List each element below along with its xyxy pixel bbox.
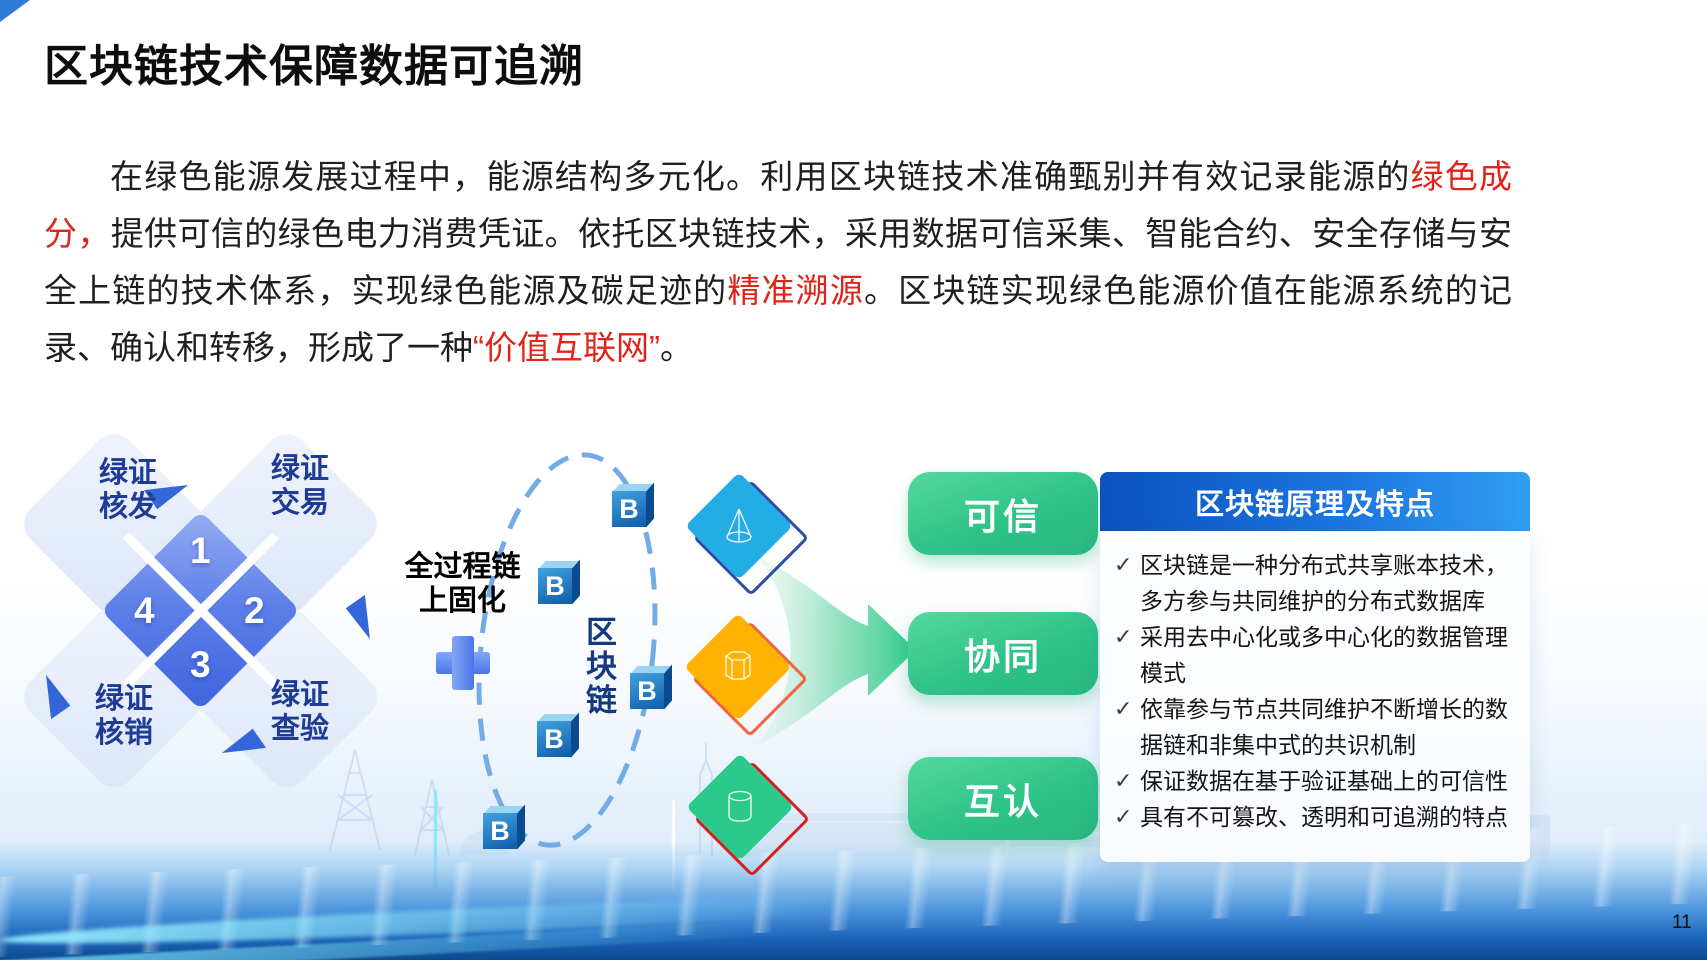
blockchain-features-panel: ✓ 区块链是一种分布式共享账本技术，多方参与共同维护的分布式数据库 ✓ 采用去中心化… bbox=[1100, 531, 1530, 862]
pinwheel-tip bbox=[344, 595, 377, 643]
feature-text: 依靠参与节点共同维护不断增长的数据链和非集中式的共识机制 bbox=[1140, 696, 1508, 758]
feature-text: 区块链是一种分布式共享账本技术，多方参与共同维护的分布式数据库 bbox=[1140, 552, 1508, 614]
page-number: 11 bbox=[1672, 912, 1692, 933]
feature-list: ✓ 区块链是一种分布式共享账本技术，多方参与共同维护的分布式数据库 ✓ 采用去中心化… bbox=[1114, 547, 1518, 835]
badge-trusted: 可信 bbox=[908, 472, 1098, 555]
cube-side-face bbox=[646, 482, 654, 528]
cube-side-face bbox=[571, 712, 579, 758]
feature-text: 保证数据在基于验证基础上的可信性 bbox=[1140, 768, 1508, 794]
cube-letter: B bbox=[483, 813, 517, 849]
step-number-4: 4 bbox=[134, 590, 155, 631]
step-number-2: 2 bbox=[244, 590, 265, 631]
cube-side-face bbox=[517, 804, 525, 850]
intro-paragraph: 在绿色能源发展过程中，能源结构多元化。利用区块链技术准确甄别并有效记录能源的绿色… bbox=[44, 148, 1512, 376]
cube-letter: B bbox=[612, 491, 646, 527]
paragraph-text: 。 bbox=[659, 329, 693, 366]
cube-letter: B bbox=[538, 568, 572, 604]
block-cube-icon: B bbox=[612, 482, 656, 529]
block-cube-icon: B bbox=[538, 559, 582, 606]
block-cube-icon: B bbox=[483, 804, 527, 851]
blockchain-vertical-label: 区 块 链 bbox=[586, 615, 617, 718]
check-icon: ✓ bbox=[1114, 552, 1133, 577]
corner-triangle-decoration bbox=[0, 0, 30, 22]
plus-vertical-bar bbox=[452, 636, 474, 690]
highlight-precise-tracing: 精准溯源 bbox=[727, 272, 865, 309]
list-item: ✓ 具有不可篡改、透明和可追溯的特点 bbox=[1114, 799, 1518, 835]
block-cube-icon: B bbox=[537, 712, 581, 759]
cube-side-face bbox=[572, 559, 580, 605]
process-chain-label: 全过程链 上固化 bbox=[404, 551, 521, 617]
step-number-3: 3 bbox=[190, 644, 211, 685]
page-title: 区块链技术保障数据可追溯 bbox=[44, 42, 584, 91]
cone-icon bbox=[726, 508, 752, 543]
check-icon: ✓ bbox=[1114, 804, 1133, 829]
energy-diamond-green bbox=[686, 753, 794, 861]
list-item: ✓ 保证数据在基于验证基础上的可信性 bbox=[1114, 763, 1518, 799]
label-cert-trading: 绿证 交易 bbox=[270, 453, 329, 519]
step-number-1: 1 bbox=[190, 530, 211, 571]
badge-collaborative: 协同 bbox=[908, 612, 1098, 695]
energy-diamond-blue bbox=[685, 472, 793, 580]
cube-letter: B bbox=[537, 721, 571, 757]
light-pole bbox=[434, 790, 437, 890]
label-cert-verification: 绿证 查验 bbox=[270, 679, 329, 745]
list-item: ✓ 区块链是一种分布式共享账本技术，多方参与共同维护的分布式数据库 bbox=[1114, 547, 1518, 619]
paragraph-text: 。区块链实现绿色能源价值在能源系统的记录、确认和转移，形成了一种 bbox=[44, 272, 1513, 366]
block-cube-icon: B bbox=[630, 664, 674, 711]
feature-text: 具有不可篡改、透明和可追溯的特点 bbox=[1140, 804, 1508, 830]
check-icon: ✓ bbox=[1114, 768, 1133, 793]
highlight-value-internet: “价值互联网” bbox=[473, 329, 660, 366]
green-cert-cycle-diagram: 1 2 3 4 绿证 核发 绿证 交易 绿证 核销 绿证 查验 bbox=[15, 425, 386, 796]
cylinder-icon bbox=[728, 790, 752, 822]
list-item: ✓ 依靠参与节点共同维护不断增长的数据链和非集中式的共识机制 bbox=[1114, 691, 1518, 763]
list-item: ✓ 采用去中心化或多中心化的数据管理模式 bbox=[1114, 619, 1518, 691]
check-icon: ✓ bbox=[1114, 696, 1133, 721]
energy-diamond-orange bbox=[684, 613, 792, 721]
panel-title: 区块链原理及特点 bbox=[1100, 472, 1530, 531]
label-cert-cancellation: 绿证 核销 bbox=[94, 683, 153, 749]
plus-icon bbox=[436, 636, 490, 690]
highlight-green-component: 绿色成分， bbox=[44, 158, 1513, 252]
cube-side-face bbox=[664, 664, 672, 710]
badge-mutual-recognition: 互认 bbox=[908, 757, 1098, 840]
check-icon: ✓ bbox=[1114, 624, 1133, 649]
cube-letter: B bbox=[630, 673, 664, 709]
label-cert-issuance: 绿证 核发 bbox=[98, 457, 157, 523]
prism-icon bbox=[724, 651, 752, 680]
feature-text: 采用去中心化或多中心化的数据管理模式 bbox=[1140, 624, 1508, 686]
paragraph-text: 在绿色能源发展过程中，能源结构多元化。利用区块链技术准确甄别并有效记录能源的 bbox=[110, 158, 1411, 195]
paragraph-text: 提供可信的绿色电力消费凭证。依托区块链技术，采用数据可信采集、智能合约、安全存储… bbox=[44, 215, 1513, 309]
